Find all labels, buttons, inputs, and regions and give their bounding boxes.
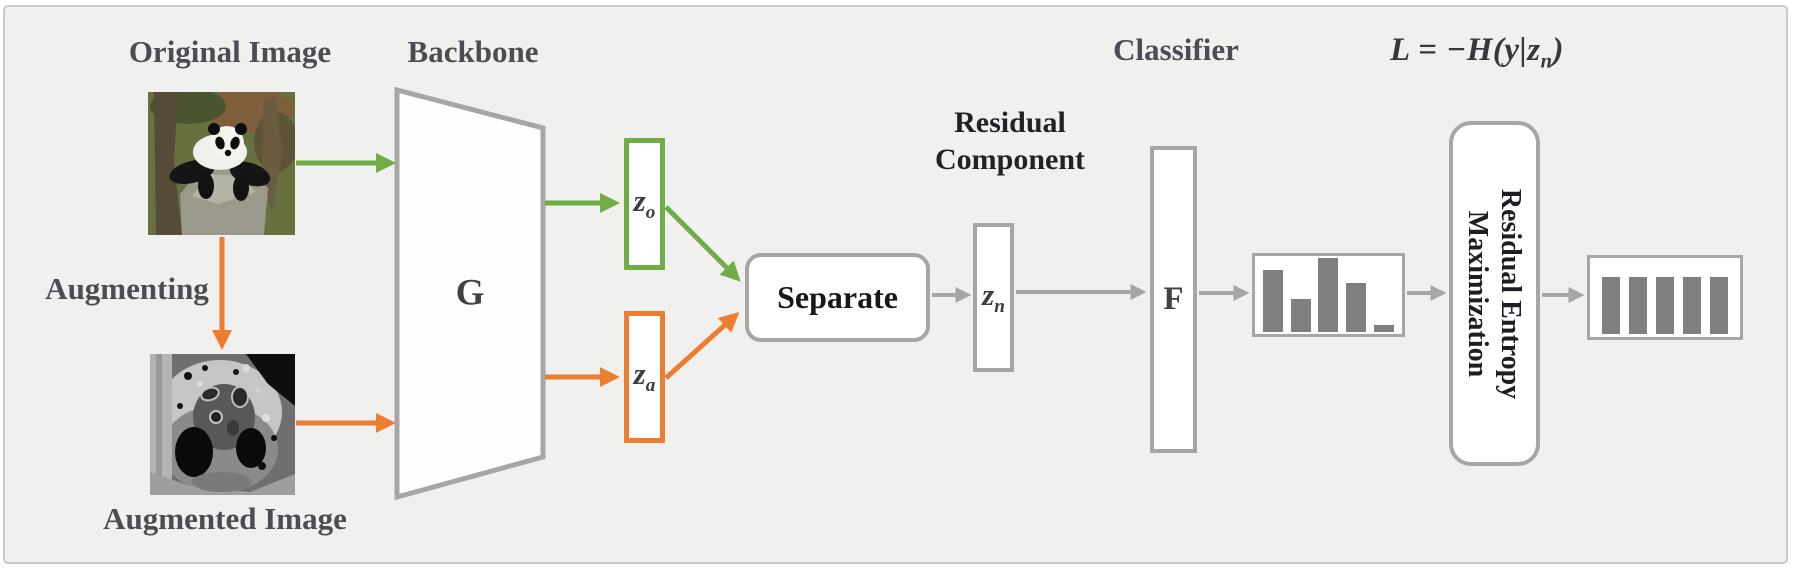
histogram-bar	[1710, 277, 1728, 334]
zn-box: zn	[973, 223, 1014, 372]
za-base: z	[633, 356, 646, 392]
rem-line2: Maximization	[1462, 210, 1494, 377]
loss-formula-sub: n	[1540, 50, 1553, 73]
rem-line1: Residual Entropy	[1495, 188, 1527, 399]
histogram-bar	[1374, 325, 1395, 332]
separate-box: Separate	[745, 253, 930, 342]
loss-formula: L = −H(y|zn)	[1390, 32, 1564, 74]
zo-box: zo	[624, 138, 665, 270]
histogram-bar	[1318, 258, 1339, 332]
class-prediction-histogram	[1252, 253, 1405, 337]
rem-box: Residual Entropy Maximization	[1449, 121, 1540, 466]
histogram-bar	[1656, 277, 1674, 334]
classifier-symbol: F	[1163, 281, 1184, 317]
augmented-image-label: Augmented Image	[103, 501, 347, 536]
classifier-label: Classifier	[1113, 32, 1239, 67]
za-label: za	[634, 358, 656, 395]
backbone-symbol: G	[455, 272, 485, 314]
zn-label: zn	[982, 279, 1005, 316]
zn-sub: n	[994, 295, 1005, 317]
zn-base: z	[982, 276, 995, 312]
residual-component-line2: Component	[934, 143, 1085, 176]
za-sub: a	[645, 375, 656, 397]
backbone-label: Backbone	[407, 34, 539, 69]
separate-label: Separate	[777, 279, 898, 315]
zo-base: z	[633, 183, 646, 219]
histogram-bar	[1629, 277, 1647, 334]
histogram-bar	[1602, 277, 1620, 334]
augmented-image	[150, 354, 295, 495]
augmented-illustration	[150, 354, 295, 495]
histogram-bar	[1683, 277, 1701, 334]
original-image-label: Original Image	[128, 34, 332, 69]
panda-illustration	[148, 92, 295, 235]
histogram-bar	[1262, 270, 1283, 332]
classifier-box: F	[1150, 146, 1197, 453]
histogram-bar	[1290, 299, 1311, 332]
augmenting-label: Augmenting	[45, 271, 209, 306]
loss-formula-pre: L = −H(y|z	[1390, 32, 1541, 68]
zo-sub: o	[645, 202, 656, 224]
loss-formula-post: )	[1552, 32, 1565, 68]
uniform-prediction-histogram	[1587, 255, 1743, 340]
zo-label: zo	[634, 185, 656, 222]
histogram-bar	[1346, 283, 1367, 332]
residual-component-label: Residual Component	[880, 104, 1140, 178]
residual-component-line1: Residual	[954, 106, 1066, 139]
rem-label: Residual Entropy Maximization	[1462, 188, 1528, 398]
original-image	[148, 92, 295, 235]
za-box: za	[624, 311, 665, 443]
